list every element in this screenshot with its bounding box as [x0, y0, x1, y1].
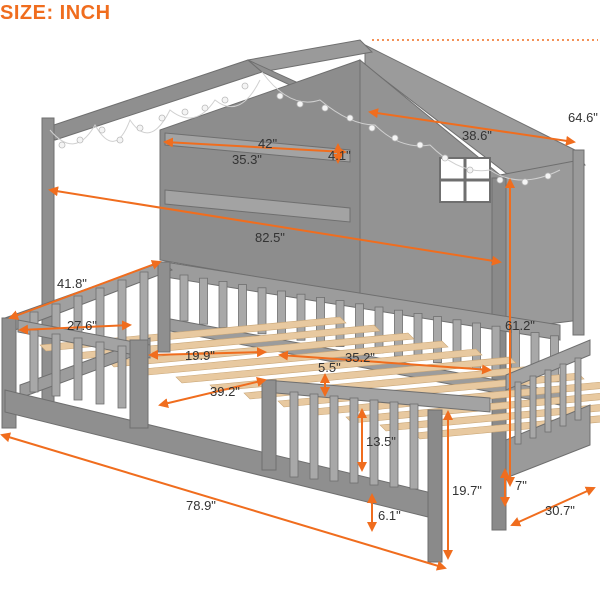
arrow-30-7 [510, 486, 596, 527]
back-rail-slat [277, 290, 286, 338]
light-bulb [158, 114, 166, 122]
label-82-5: 82.5" [255, 230, 285, 245]
label-27-6: 27.6" [67, 318, 97, 333]
arrow-38-6 [368, 108, 576, 146]
label-35-3: 35.3" [232, 152, 262, 167]
light-bulb [181, 108, 189, 116]
light-bulb [241, 82, 249, 90]
light-bulb [296, 100, 304, 108]
back-rail-slat [296, 293, 306, 341]
label-35-2: 35.2" [345, 350, 375, 365]
back-rail-slat [199, 277, 208, 325]
light-bulb [136, 124, 144, 132]
arrow-42 [163, 137, 347, 157]
back-rail-slat [257, 287, 267, 335]
light-bulb [416, 141, 424, 149]
foot-end-slat [574, 357, 582, 421]
foot-end-slat [544, 369, 552, 433]
foot-end-slat [529, 375, 537, 439]
arrow-35-2 [278, 350, 492, 375]
light-bulb [98, 126, 106, 134]
light-bulb [521, 178, 529, 186]
back-rail-slat [413, 312, 423, 360]
foot-end-slat [559, 363, 567, 427]
front-guard-slat [95, 341, 105, 405]
light-bulb [76, 136, 84, 144]
light-bulb [58, 141, 66, 149]
label-19-7: 19.7" [452, 483, 482, 498]
arrow-41-8 [8, 260, 162, 320]
label-6-1: 6.1" [378, 508, 401, 523]
arrow-19-9 [148, 347, 267, 360]
light-bulb [496, 176, 504, 184]
arrow-27-6 [18, 320, 132, 335]
foot-end-slat [514, 381, 522, 445]
dimension-labels: 64.6" 38.6" 42" 35.3" 4.1" 82.5" 41.8" 2… [57, 110, 598, 523]
front-guard-slat [409, 403, 419, 490]
label-78-9: 78.9" [186, 498, 216, 513]
wall-panel-right [499, 159, 581, 331]
back-rail-slat [452, 319, 462, 367]
arrow-78-9 [0, 432, 447, 571]
front-guard-slat [349, 397, 359, 484]
light-bulb [116, 136, 124, 144]
front-guard-slat [29, 329, 39, 393]
head-end-slat [139, 271, 149, 343]
light-bulb [441, 154, 449, 162]
back-rail-slat [238, 284, 247, 332]
back-rail-slat [179, 274, 189, 322]
light-bulb [221, 96, 229, 104]
label-7: 7" [515, 478, 527, 493]
label-39-2: 39.2" [210, 384, 240, 399]
light-bulb [368, 124, 376, 132]
front-guard-slat [309, 393, 319, 480]
arrow-39-2 [158, 376, 267, 409]
label-19-9: 19.9" [185, 348, 215, 363]
light-bulb [544, 172, 552, 180]
back-rail-slat [218, 280, 228, 328]
front-guard-slat [73, 337, 83, 401]
label-42: 42" [258, 136, 277, 151]
light-bulb [391, 134, 399, 142]
light-bulb [276, 92, 284, 100]
label-38-6: 38.6" [462, 128, 492, 143]
label-4-1: 4.1" [328, 148, 351, 163]
front-guard-slat [117, 345, 127, 409]
dimension-arrows [0, 39, 598, 571]
label-30-7: 30.7" [545, 503, 575, 518]
light-bulb [321, 104, 329, 112]
light-bulb [346, 114, 354, 122]
light-bulb [201, 104, 209, 112]
label-5-5: 5.5" [318, 360, 341, 375]
label-41-8: 41.8" [57, 276, 87, 291]
label-64-6: 64.6" [568, 110, 598, 125]
arrow-82-5 [48, 186, 502, 266]
front-guard-slat [329, 395, 339, 482]
label-13-5: 13.5" [366, 434, 396, 449]
front-guard-slat [51, 333, 61, 397]
post-back-right [572, 149, 585, 336]
light-bulb [466, 166, 474, 174]
size-unit-title: SIZE: INCH [0, 2, 111, 24]
front-guard-slat [289, 391, 299, 478]
label-61-2: 61.2" [505, 318, 535, 333]
